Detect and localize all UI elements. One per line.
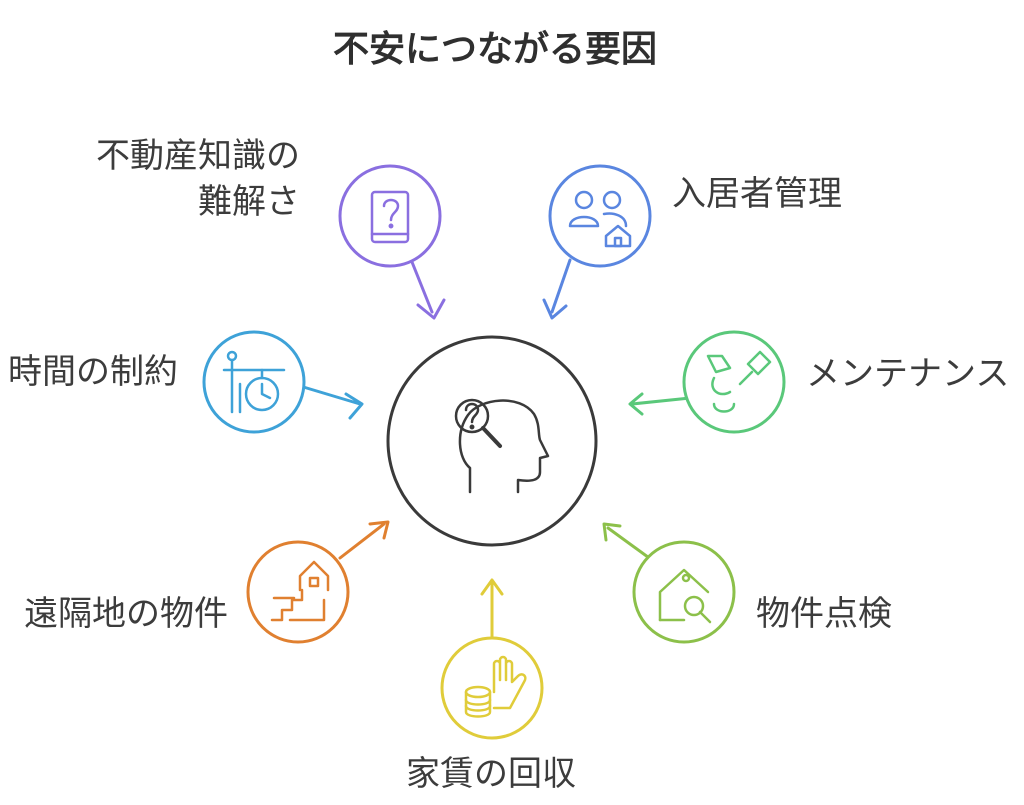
maintenance-circle <box>682 330 786 434</box>
factor-node-maintenance <box>628 330 786 434</box>
tenant-circle <box>548 164 652 268</box>
center-node <box>386 335 598 547</box>
remote-arrow <box>338 520 390 560</box>
factor-node-remote <box>246 520 390 644</box>
factor-label-remote: 遠隔地の物件 <box>24 594 228 634</box>
factor-label-knowledge-line1: 不動産知識の <box>96 136 300 176</box>
plumbing-tools-icon <box>706 350 772 413</box>
knowledge-arrow <box>410 260 446 320</box>
house-on-stairs-icon <box>270 560 330 622</box>
factor-node-rent <box>440 578 544 740</box>
people-house-icon <box>568 190 632 248</box>
tenant-arrow <box>542 258 572 320</box>
maintenance-arrow <box>628 392 692 416</box>
rent-arrow <box>480 578 504 640</box>
rent-circle <box>440 636 544 740</box>
factor-label-tenant: 入居者管理 <box>672 174 842 214</box>
book-question-icon <box>370 190 410 244</box>
factor-node-tenant <box>542 164 652 320</box>
inspection-circle <box>632 540 736 644</box>
hand-coins-icon <box>464 655 527 718</box>
remote-circle <box>246 540 350 644</box>
diagram-title: 不安につながる要因 <box>332 29 657 70</box>
hanging-clock-icon <box>222 350 286 414</box>
factor-label-maintenance: メンテナンス <box>806 354 1010 394</box>
time-arrow <box>298 384 364 420</box>
head-question-icon <box>454 398 550 494</box>
center-circle <box>386 335 598 547</box>
factor-label-rent: 家賃の回収 <box>406 754 576 794</box>
house-magnifier-icon <box>658 568 712 624</box>
factor-node-knowledge <box>338 164 446 320</box>
factor-node-time <box>202 330 364 434</box>
factor-label-knowledge-line2: 難解さ <box>198 182 300 222</box>
factor-node-inspection <box>602 522 736 644</box>
time-circle <box>202 330 306 434</box>
inspection-arrow <box>602 522 654 562</box>
factor-label-time: 時間の制約 <box>8 352 178 392</box>
factor-label-inspection: 物件点検 <box>756 594 892 634</box>
knowledge-circle <box>338 164 442 268</box>
